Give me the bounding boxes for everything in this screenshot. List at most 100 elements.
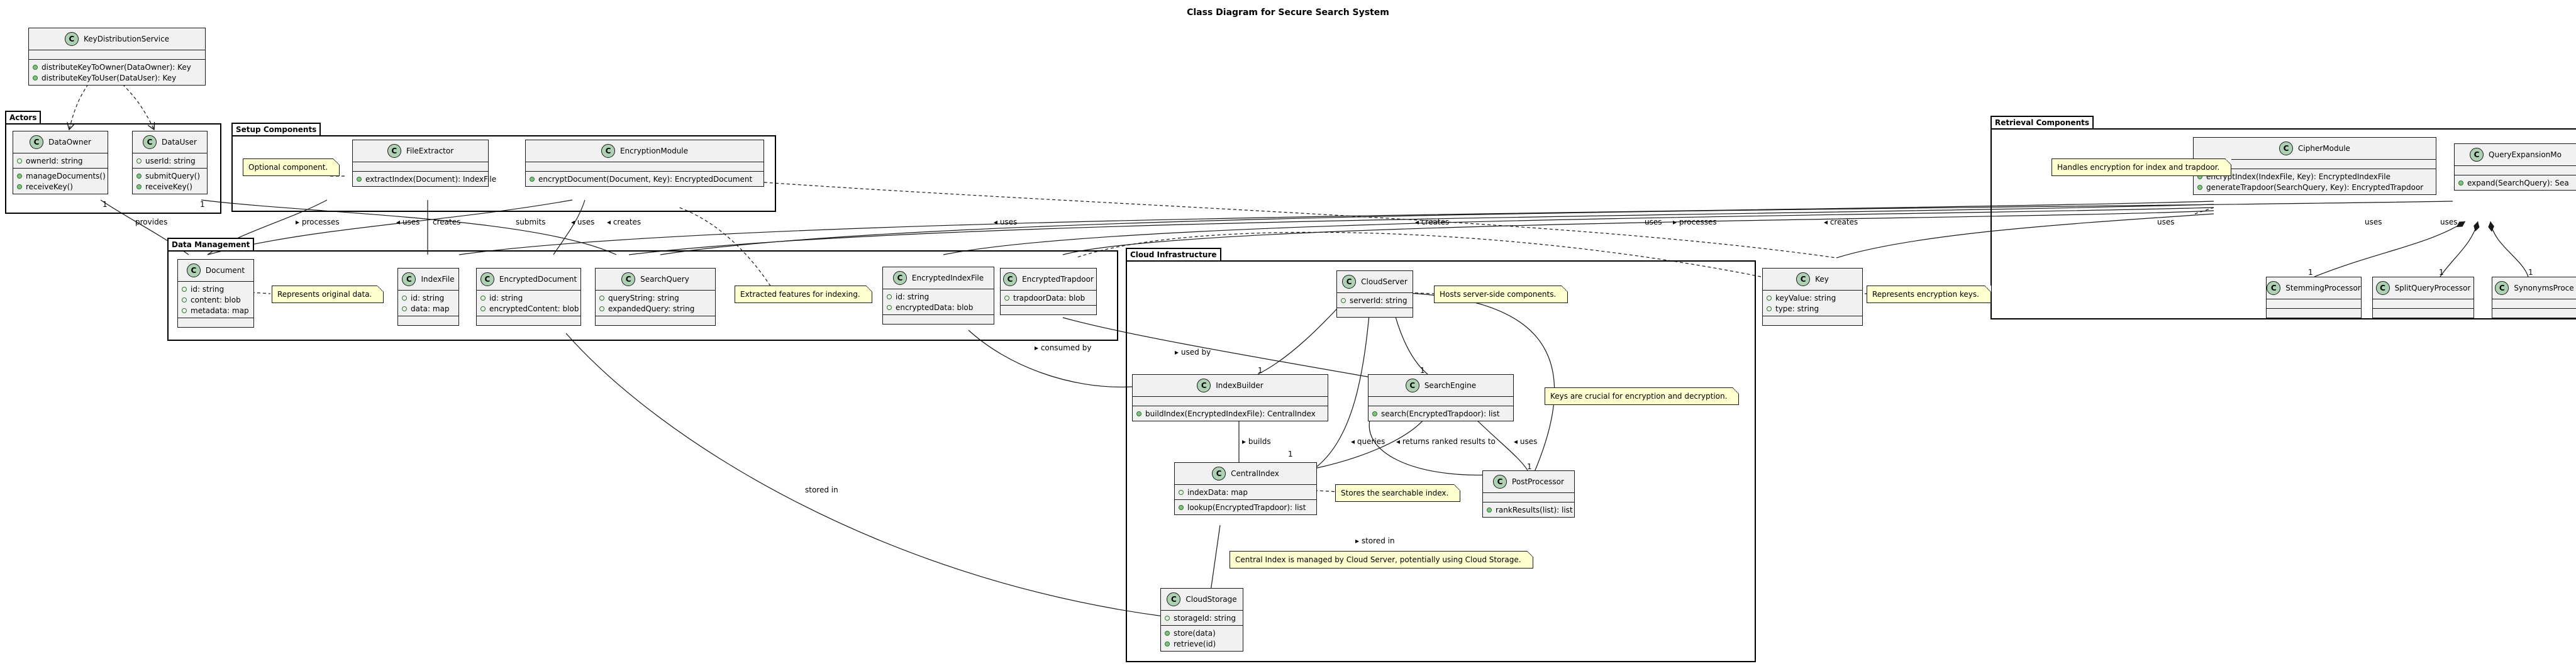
member-text: receiveKey() bbox=[26, 182, 73, 191]
class-methods bbox=[1337, 308, 1413, 317]
class-name: StemmingProcessor bbox=[2285, 284, 2361, 292]
class-methods: manageDocuments()receiveKey() bbox=[13, 168, 108, 194]
edge-qexp-split bbox=[2440, 221, 2480, 277]
edge-cipher-trapdoor bbox=[1062, 210, 2214, 255]
member-text: serverId: string bbox=[1350, 296, 1407, 305]
class-stereotype-icon: C bbox=[621, 272, 636, 286]
member-text: trapdoorData: blob bbox=[1013, 293, 1085, 302]
public-visibility-icon bbox=[1165, 641, 1170, 647]
class-method: rankResults(list): list bbox=[1487, 504, 1574, 515]
package-cloud-label: Cloud Infrastructure bbox=[1126, 248, 1221, 261]
member-text: generateTrapdoor(SearchQuery, Key): Encr… bbox=[2206, 182, 2424, 192]
class-method: manageDocuments() bbox=[17, 170, 108, 181]
edge-label-used-by: ▸ used by bbox=[1175, 348, 1211, 357]
class-methods bbox=[1001, 305, 1096, 314]
member-text: id: string bbox=[411, 293, 445, 302]
class-method: receiveKey() bbox=[17, 181, 108, 192]
member-text: expand(SearchQuery): Sea bbox=[2467, 178, 2569, 187]
note-stores-searchable-index: Stores the searchable index. bbox=[1335, 484, 1461, 502]
class-name: DataOwner bbox=[48, 138, 91, 147]
edge-server-central bbox=[1314, 292, 1374, 469]
member-text: keyValue: string bbox=[1775, 293, 1836, 302]
class-method: extractIndex(Document): IndexFile bbox=[357, 174, 496, 184]
class-attribute: id: string bbox=[480, 292, 580, 303]
class-attributes bbox=[1133, 396, 1328, 406]
note-represents-original-data: Represents original data. bbox=[272, 286, 384, 303]
class-attributes bbox=[526, 162, 763, 171]
class-stemming-processor[interactable]: C StemmingProcessor bbox=[2266, 277, 2362, 318]
class-stereotype-icon: C bbox=[142, 135, 157, 149]
member-text: encryptDocument(Document, Key): Encrypte… bbox=[538, 174, 753, 184]
class-method: encryptDocument(Document, Key): Encrypte… bbox=[530, 174, 763, 184]
multiplicity-label: 1 bbox=[2528, 268, 2533, 277]
class-stereotype-icon: C bbox=[2375, 281, 2390, 295]
class-name: IndexBuilder bbox=[1216, 381, 1263, 390]
package-cloud bbox=[1126, 260, 1756, 662]
class-method: store(data) bbox=[1165, 628, 1243, 638]
edge-label-processes: ▸ processes bbox=[296, 218, 340, 226]
field-visibility-icon bbox=[1767, 295, 1772, 301]
class-methods: lookup(EncryptedTrapdoor): list bbox=[1175, 499, 1316, 514]
member-text: expandedQuery: string bbox=[608, 304, 695, 313]
field-visibility-icon bbox=[1767, 306, 1772, 311]
multiplicity-label: 1 bbox=[1420, 366, 1425, 375]
class-stereotype-icon: C bbox=[30, 135, 44, 149]
class-method: submitQuery() bbox=[136, 170, 207, 181]
class-attribute: data: map bbox=[402, 303, 458, 314]
edge-note-stores bbox=[1314, 490, 1340, 492]
class-methods bbox=[178, 318, 253, 327]
class-attribute: metadata: map bbox=[182, 305, 253, 316]
class-attributes: queryString: string expandedQuery: string bbox=[596, 290, 715, 316]
public-visibility-icon bbox=[136, 184, 142, 189]
note-handles-encryption: Handles encryption for index and trapdoo… bbox=[2051, 158, 2232, 176]
class-attribute: type: string bbox=[1767, 303, 1862, 314]
member-text: userId: string bbox=[145, 156, 196, 165]
multiplicity-label: 1 bbox=[1288, 450, 1293, 458]
class-stereotype-icon: C bbox=[2267, 281, 2281, 295]
member-text: queryString: string bbox=[608, 293, 679, 302]
class-stereotype-icon: C bbox=[1003, 272, 1018, 286]
diagram-title: Class Diagram for Secure Search System bbox=[1187, 8, 1389, 18]
member-text: distributeKeyToOwner(DataOwner): Key bbox=[42, 62, 191, 72]
field-visibility-icon bbox=[1341, 297, 1346, 303]
class-name: EncryptionModule bbox=[619, 147, 689, 155]
edge-label-uses: uses bbox=[2365, 218, 2382, 226]
class-attributes: serverId: string bbox=[1337, 292, 1413, 308]
edge-label-uses: uses bbox=[2440, 218, 2458, 226]
note-central-index-managed: Central Index is managed by Cloud Server… bbox=[1230, 551, 1533, 569]
multiplicity-label: 1 bbox=[2439, 268, 2444, 277]
field-visibility-icon bbox=[17, 158, 22, 164]
class-stereotype-icon: C bbox=[892, 271, 907, 285]
edge-central-storage bbox=[1210, 524, 1221, 592]
class-attributes: trapdoorData: blob bbox=[1001, 290, 1096, 305]
note-extracted-features: Extracted features for indexing. bbox=[735, 286, 872, 303]
